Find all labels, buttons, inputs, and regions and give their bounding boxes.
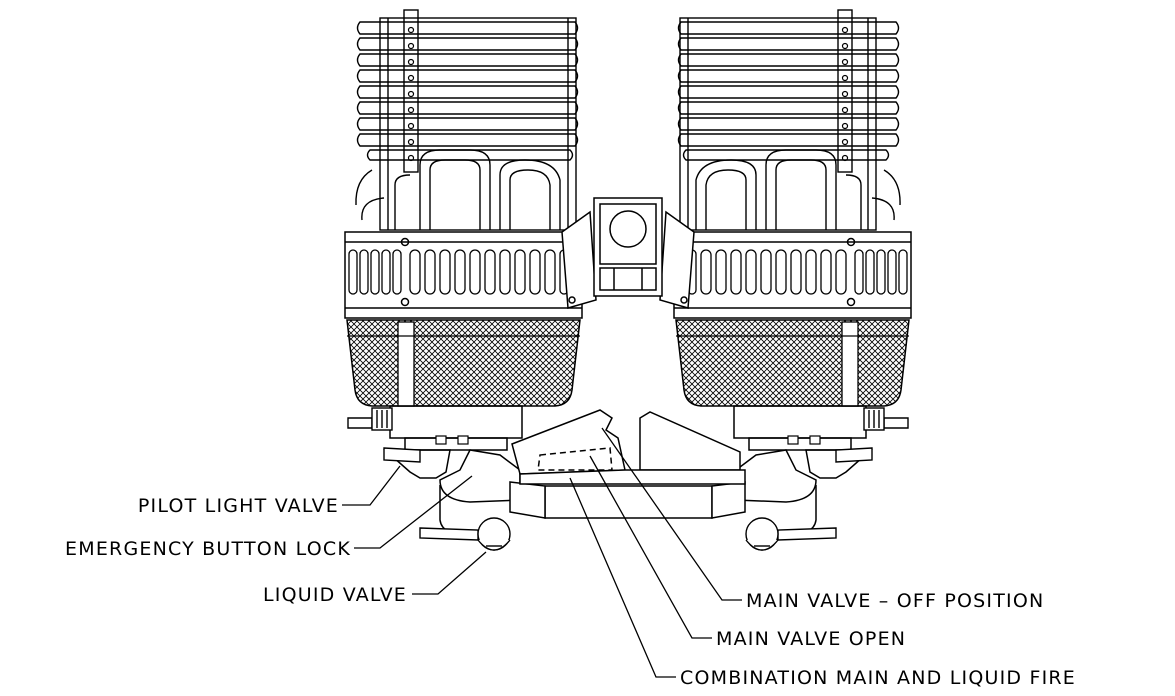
label-pilot-light-valve: PILOT LIGHT VALVE (138, 495, 339, 517)
label-liquid-valve: LIQUID VALVE (263, 584, 407, 606)
label-main-valve-off-position: MAIN VALVE – OFF POSITION (746, 590, 1044, 612)
label-emergency-button-lock: EMERGENCY BUTTON LOCK (65, 538, 351, 560)
label-combination-main-liquid-fire: COMBINATION MAIN AND LIQUID FIRE (680, 667, 1076, 689)
center-clamp (561, 197, 695, 309)
label-main-valve-open: MAIN VALVE OPEN (716, 628, 906, 650)
right-burner-unit (673, 9, 912, 551)
left-burner-unit (344, 9, 583, 551)
leader-lines (342, 427, 742, 678)
main-valve-assembly (509, 409, 746, 519)
